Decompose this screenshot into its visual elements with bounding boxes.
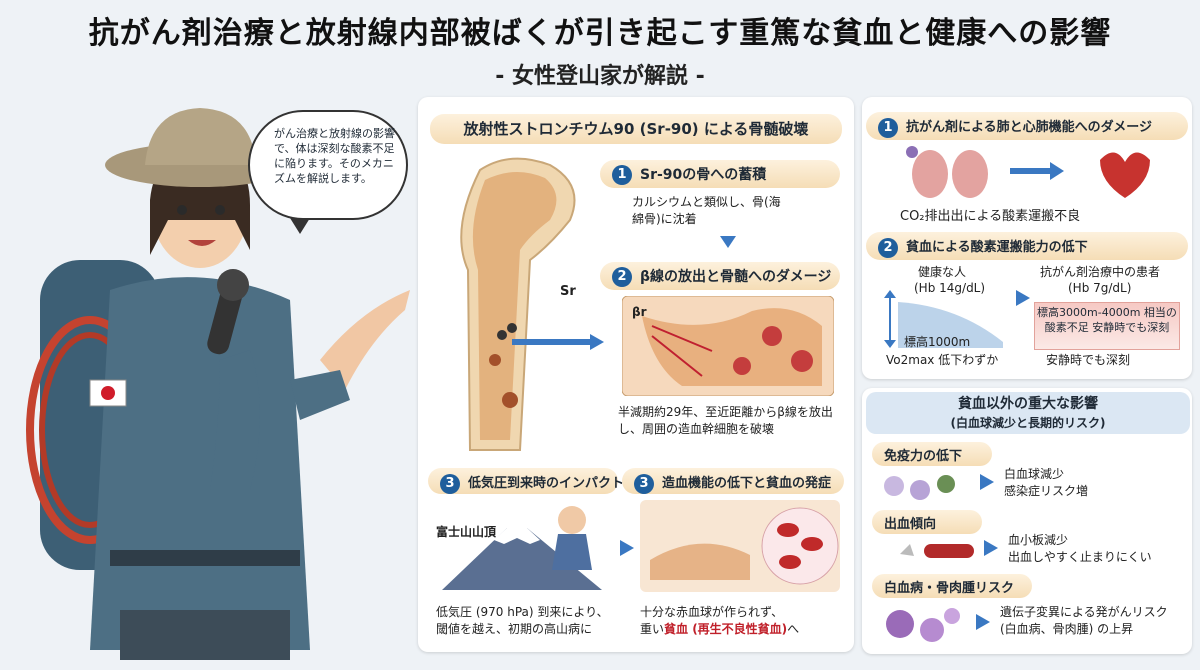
step2-number: 2 [612,267,632,287]
page-title: 抗がん剤治療と放射線内部被ばくが引き起こす重篤な貧血と健康への影響 [88,16,1112,51]
climber-illustration [26,108,410,660]
effect-3-arrow [976,614,990,630]
step1-arrow [720,236,736,248]
effect-1-arrow [980,474,994,490]
step3a-text: 低気圧 (970 hPa) 到来により、閾値を越え、初期の高山病に [436,605,609,636]
right-s1-header: 1 抗がん剤による肺と心肺機能へのダメージ [866,112,1188,140]
effect-1-title: 免疫力の低下 [872,442,992,466]
arrow-shaft [512,339,592,345]
step3b-number: 3 [634,473,654,494]
right-s1-title: 抗がん剤による肺と心肺機能へのダメージ [906,120,1152,135]
effect-1-text2: 感染症リスク増 [1004,484,1089,498]
altitude-chart [884,290,1003,348]
page-subtitle: - 女性登山家が解説 - [495,64,705,89]
effect-3-text1: 遺伝子変異による発がんリスク [1000,605,1168,619]
step1-header: 1 Sr-90の骨への蓄積 [600,160,840,188]
step3a-title: 低気圧到来時のインパクト [468,476,625,491]
right-s2-header: 2 貧血による酸素運搬能力の低下 [866,232,1188,260]
healthy-altitude: 標高1000m [904,335,971,349]
step3b-text-suffix: へ [787,622,800,636]
cancer-cells-icon [886,608,960,642]
effect-1-text1: 白血球減少 [1004,467,1065,481]
step2-header: 2 β線の放出と骨髄へのダメージ [600,262,840,290]
step3b-text-red: 貧血 (再生不良性貧血) [664,622,788,636]
mount-fuji-illustration [442,506,602,590]
right-s2-number: 2 [878,237,898,258]
patient-hb: (Hb 7g/dL) [1068,281,1132,295]
beta-label: βr [632,305,647,319]
step3b-text-plain: 十分な赤血球が作られず、 [640,605,784,619]
healthy-label: 健康な人 [918,265,967,279]
step3b-title: 造血機能の低下と貧血の発症 [662,476,832,491]
lung-heart-illustration [906,146,1150,198]
white-cells-icon [884,475,955,500]
speech-bubble: がん治療と放射線の影響で、体は深刻な酸素不足に陥ります。そのメカニズムを解説しま… [248,110,408,234]
effect-2-text2: 出血しやすく止まりにくい [1008,550,1152,564]
other-effects-heading-line1: 貧血以外の重大な影響 [958,396,1098,412]
step3-arrow [620,540,634,556]
step3b-header: 3 造血機能の低下と貧血の発症 [622,468,844,494]
right-s1-number: 1 [878,117,898,138]
effect-3-text2: (白血病、骨肉腫) の上昇 [1000,622,1134,636]
patient-note: 安静時でも深刻 [1046,353,1131,367]
step1-title: Sr-90の骨への蓄積 [640,167,767,183]
bone-marrow-heading: 放射性ストロンチウム90 (Sr-90) による骨髄破壊 [430,114,842,144]
other-effects-heading-line2: (白血球減少と長期的リスク) [950,416,1106,430]
effect-2-arrow [984,540,998,556]
anemia-closeup [640,500,840,592]
effect-2-text1: 血小板減少 [1008,533,1069,547]
right-s2-title: 貧血による酸素運搬能力の低下 [906,240,1088,255]
step2-title: β線の放出と骨髄へのダメージ [640,269,832,285]
step3a-number: 3 [440,473,460,494]
effect-2-title: 出血傾向 [872,510,982,534]
step3b-text: 十分な赤血球が作られず、 重い貧血 (再生不良性貧血)へ [640,604,850,638]
healthy-to-patient-arrow [1016,290,1030,306]
bone-illustration [460,157,576,451]
healthy-note: Vo2max 低下わずか [886,353,999,367]
right-s1-caption: CO₂排出出による酸素運搬不良 [900,209,1081,224]
effect-3-title: 白血病・骨肉腫リスク [872,574,1032,598]
fuji-summit-label: 富士山山頂 [436,525,497,539]
healthy-hb: (Hb 14g/dL) [914,281,986,295]
marrow-closeup [622,296,834,396]
other-effects-heading: 貧血以外の重大な影響 (白血球減少と長期的リスク) [866,392,1190,434]
step3a-header: 3 低気圧到来時のインパクト [428,468,624,494]
step1-text: カルシウムと類似し、骨(海綿骨)に沈着 [632,195,781,226]
sr-label: Sr [560,284,576,299]
step1-number: 1 [612,165,632,185]
patient-altitude-box: 標高3000m-4000m 相当の酸素不足 安静時でも深刻 [1034,302,1180,350]
bleeding-icon [900,544,974,558]
step3b-text-prefix: 重い [640,622,665,636]
step2-text: 半減期約29年、至近距離からβ線を放出し、周囲の造血幹細胞を破壊 [618,405,833,436]
patient-label: 抗がん剤治療中の患者 [1040,265,1161,279]
bone-to-closeup-arrow [590,334,604,350]
